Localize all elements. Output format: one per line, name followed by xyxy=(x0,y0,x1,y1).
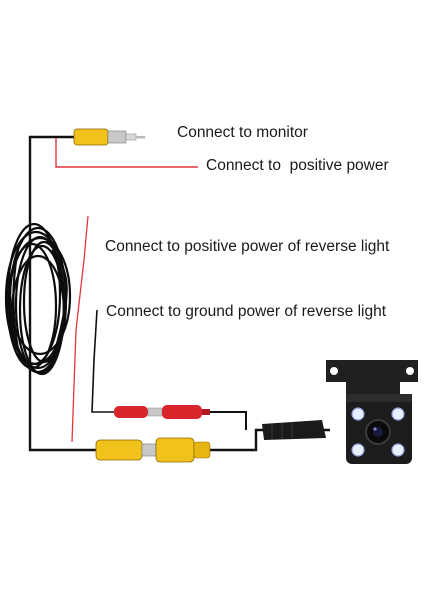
label-connect-positive-power: Connect to positive power xyxy=(206,157,389,174)
video-yellow-rca-pair xyxy=(95,437,211,463)
red-positive-wire xyxy=(55,138,198,168)
main-cable xyxy=(28,135,96,452)
monitor-rca-connector xyxy=(73,128,145,146)
reverse-red-rca-pair xyxy=(114,405,210,419)
reverse-positive-wire xyxy=(71,215,89,443)
camera-cable-boot xyxy=(262,420,326,440)
label-connect-monitor: Connect to monitor xyxy=(177,124,308,141)
led-top-left xyxy=(351,407,365,421)
led-top-right xyxy=(391,407,405,421)
reverse-ground-wire xyxy=(91,309,114,413)
label-reverse-light-positive: Connect to positive power of reverse lig… xyxy=(105,238,390,255)
led-bottom-left xyxy=(351,443,365,457)
camera-bracket xyxy=(326,360,418,396)
reverse-camera xyxy=(326,360,418,464)
label-reverse-light-ground: Connect to ground power of reverse light xyxy=(106,303,387,320)
coiled-cable xyxy=(4,222,72,376)
led-bottom-right xyxy=(391,443,405,457)
